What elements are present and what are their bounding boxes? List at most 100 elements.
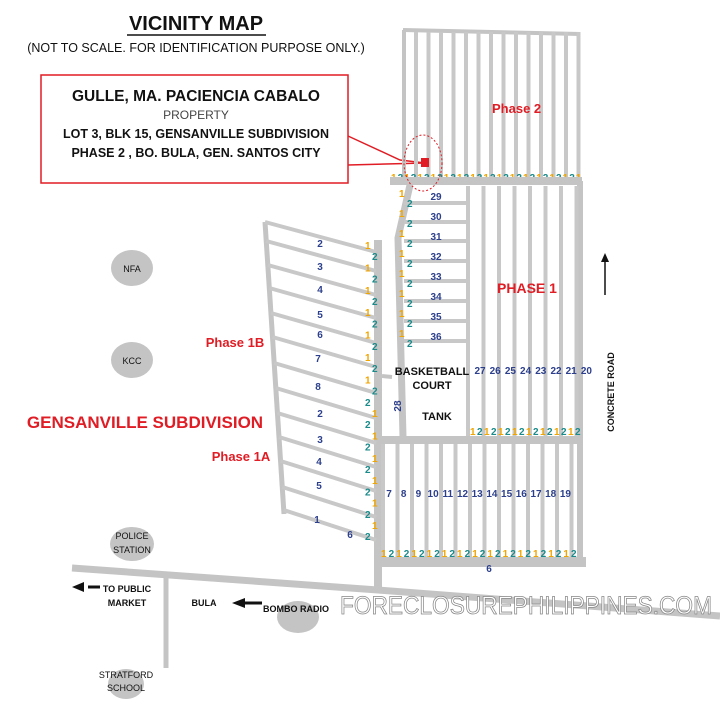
basketball-court-label-1: BASKETBALL: [395, 366, 470, 378]
lot-corner-marker: 1: [442, 549, 448, 560]
lot-number: 17: [530, 489, 542, 500]
landmark-bombo-radio: BOMBO RADIO: [263, 601, 329, 633]
lot-number: 13: [472, 489, 484, 500]
lot-corner-marker: 2: [495, 549, 501, 560]
lot-number: 5: [317, 310, 323, 321]
lot-number: 10: [428, 489, 440, 500]
lot-corner-marker: 1: [399, 269, 405, 280]
bula-label: BULA: [192, 598, 217, 608]
lot-number: 3: [317, 262, 323, 273]
lot-corner-marker: 1: [399, 229, 405, 240]
lot-corner-marker: 1: [381, 549, 387, 560]
lot-corner-marker: 1: [548, 549, 554, 560]
lot-number: 18: [545, 489, 557, 500]
phase1-label: PHASE 1: [497, 280, 557, 296]
lot-number: 23: [535, 366, 547, 377]
police-label-2: STATION: [113, 545, 151, 555]
lot-corner-marker: 1: [399, 249, 405, 260]
stratford-label-1: STRATFORD: [99, 670, 154, 680]
lot-corner-marker: 2: [372, 275, 378, 286]
lot-corner-marker: 2: [365, 532, 371, 543]
lot-number: 31: [430, 232, 442, 243]
left-block-lot-line: [278, 435, 377, 469]
property-marker-icon: [421, 158, 429, 167]
lot-corner-marker: 1: [411, 549, 417, 560]
lot-corner-marker: 2: [556, 549, 562, 560]
lot-number: 26: [490, 366, 502, 377]
lot-number: 5: [316, 481, 322, 492]
lot-corner-marker: 1: [399, 209, 405, 220]
lot-number: 7: [386, 489, 392, 500]
left-block-lot-line: [271, 335, 377, 369]
arrow-head-icon: [601, 253, 609, 262]
lot-corner-marker: 2: [575, 427, 581, 438]
lot-corner-marker: 2: [547, 427, 553, 438]
lot-corner-marker: 2: [365, 420, 371, 431]
map-title: VICINITY MAP: [129, 13, 263, 35]
left-arrow-icon: [232, 598, 262, 608]
lot-corner-marker: 1: [365, 331, 371, 342]
lot-corner-marker: 1: [372, 409, 378, 420]
lot-number: 30: [430, 212, 442, 223]
lot-number: 14: [486, 489, 498, 500]
lot-number: 21: [566, 366, 578, 377]
lot-corner-marker: 1: [372, 521, 378, 532]
lot-number: 35: [430, 312, 442, 323]
lot-corner-marker: 1: [399, 189, 405, 200]
lot-corner-marker: 1: [399, 309, 405, 320]
lot-number: 20: [581, 366, 593, 377]
lot-number: 2: [317, 239, 323, 250]
lot-number: 6: [347, 530, 353, 541]
subdivision-label: GENSANVILLE SUBDIVISION: [27, 413, 263, 432]
lot-corner-marker: 2: [407, 299, 413, 310]
lot-number: 11: [443, 489, 454, 500]
left-block-lot-line: [264, 220, 377, 254]
lot-corner-marker: 2: [372, 364, 378, 375]
lot-corner-marker: 2: [510, 549, 516, 560]
lot-number: 6: [317, 330, 323, 341]
lot-corner-marker: 2: [407, 199, 413, 210]
lot-number: 12: [457, 489, 469, 500]
lot-corner-marker: 1: [563, 549, 569, 560]
lot-number: 33: [430, 272, 442, 283]
lot-number: 32: [430, 252, 442, 263]
landmark-kcc: KCC: [111, 342, 153, 378]
nfa-label: NFA: [123, 264, 141, 274]
lot-corner-marker: 2: [372, 297, 378, 308]
lot-corner-marker: 1: [498, 427, 504, 438]
police-label-1: POLICE: [115, 531, 148, 541]
property-owner: GULLE, MA. PACIENCIA CABALO: [72, 88, 320, 105]
lot-corner-marker: 2: [372, 252, 378, 263]
lot-corner-marker: 2: [365, 487, 371, 498]
lot-corner-marker: 2: [477, 427, 483, 438]
left-block-lot-line: [268, 286, 377, 320]
lot-corner-marker: 1: [365, 308, 371, 319]
property-address-line1: LOT 3, BLK 15, GENSANVILLE SUBDIVISION: [63, 127, 329, 141]
lot-corner-marker: 1: [526, 427, 532, 438]
lot-number: 25: [505, 366, 517, 377]
lot-corner-marker: 1: [457, 549, 463, 560]
lot-corner-marker: 1: [372, 476, 378, 487]
lot-number: 22: [550, 366, 562, 377]
left-block-lot-line: [270, 311, 377, 345]
watermark: FORECLOSUREPHILIPPINES.COM: [340, 592, 712, 620]
left-block-lot-line: [273, 361, 377, 395]
lot-corner-marker: 1: [518, 549, 524, 560]
left-block-lot-line: [275, 386, 377, 420]
lot-corner-marker: 2: [525, 549, 531, 560]
lot-corner-marker: 2: [519, 427, 525, 438]
lot-number: 8: [315, 382, 321, 393]
lot-number: 4: [316, 457, 322, 468]
lot-corner-marker: 1: [365, 375, 371, 386]
lot-corner-marker: 2: [372, 342, 378, 353]
lot-corner-marker: 1: [540, 427, 546, 438]
lot-corner-marker: 1: [372, 431, 378, 442]
lot-number: 19: [560, 489, 572, 500]
property-callout: GULLE, MA. PACIENCIA CABALO PROPERTY LOT…: [40, 74, 349, 184]
phase2-label: Phase 2: [492, 101, 541, 116]
lot-corner-marker: 2: [404, 549, 410, 560]
property-address-line2: PHASE 2 , BO. BULA, GEN. SANTOS CITY: [71, 146, 321, 160]
lot-number: 36: [430, 332, 442, 343]
